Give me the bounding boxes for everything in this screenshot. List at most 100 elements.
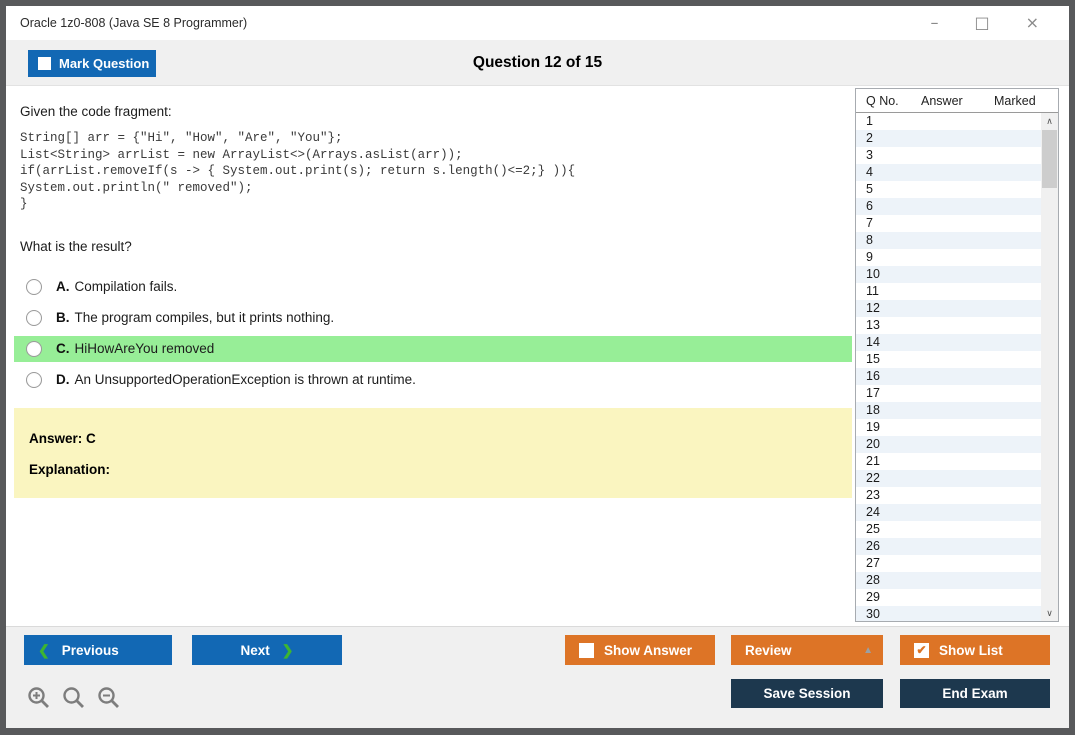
radio-button-c[interactable] xyxy=(26,340,42,357)
mark-question-label: Mark Question xyxy=(59,56,150,71)
question-list-row[interactable]: 8 xyxy=(856,232,1041,249)
explanation-label: Explanation: xyxy=(29,461,111,477)
question-list-row[interactable]: 12 xyxy=(856,300,1041,317)
question-list-row[interactable]: 22 xyxy=(856,470,1041,487)
question-list-row[interactable]: 13 xyxy=(866,318,880,332)
question-list-row[interactable]: 10 xyxy=(856,266,1041,283)
question-list-row[interactable]: 27 xyxy=(866,556,880,570)
option-text: The program compiles, but it prints noth… xyxy=(74,310,335,325)
column-marked: Marked xyxy=(994,93,1036,108)
answer-panel: Answer: C Explanation: xyxy=(14,407,852,498)
window-title: Oracle 1z0-808 (Java SE 8 Programmer) xyxy=(20,16,248,30)
question-list-row[interactable]: 29 xyxy=(866,590,880,604)
scroll-up-icon[interactable]: ∧ xyxy=(1046,116,1053,126)
window-controls: – □ × xyxy=(930,15,1055,31)
show-answer-checkbox[interactable] xyxy=(579,642,594,658)
question-counter: Question 12 of 15 xyxy=(472,53,603,71)
option-letter: A. xyxy=(56,279,70,294)
column-answer: Answer xyxy=(921,93,963,108)
radio-button-a[interactable] xyxy=(26,278,42,295)
end-exam-label: End Exam xyxy=(942,686,1008,701)
option-letter: B. xyxy=(56,310,70,325)
central-area: Given the code fragment: String[] arr = … xyxy=(6,86,1069,626)
review-label: Review xyxy=(745,642,792,658)
radio-button-d[interactable] xyxy=(26,371,42,388)
question-list-row[interactable]: 18 xyxy=(856,402,1041,419)
save-session-button[interactable]: Save Session xyxy=(731,679,883,708)
show-list-label: Show List xyxy=(939,642,1003,658)
question-panel: Given the code fragment: String[] arr = … xyxy=(14,86,852,626)
question-list-row[interactable]: 2 xyxy=(856,130,1041,147)
question-list-row[interactable]: 23 xyxy=(866,488,880,502)
review-button[interactable]: Review ▲ xyxy=(731,635,883,665)
chevron-left-icon: ❮ xyxy=(38,641,50,658)
question-list-row[interactable]: 15 xyxy=(866,352,880,366)
titlebar: Oracle 1z0-808 (Java SE 8 Programmer) – … xyxy=(6,6,1069,40)
option-letter: D. xyxy=(56,372,70,387)
question-list-row[interactable]: 25 xyxy=(866,522,880,536)
previous-label: Previous xyxy=(61,642,119,658)
scroll-down-icon[interactable]: ∨ xyxy=(1046,608,1053,618)
question-list-row[interactable]: 7 xyxy=(866,216,873,230)
option-row-b[interactable]: B. The program compiles, but it prints n… xyxy=(14,305,852,331)
option-letter: C. xyxy=(56,341,70,356)
option-row-d[interactable]: D. An UnsupportedOperationException is t… xyxy=(14,367,852,393)
show-list-checkbox[interactable]: ✔ xyxy=(914,642,929,658)
answer-label: Answer: C xyxy=(29,430,96,446)
option-text: An UnsupportedOperationException is thro… xyxy=(74,372,416,387)
scrollbar[interactable]: ∧ ∨ xyxy=(1041,113,1058,621)
maximize-icon[interactable]: □ xyxy=(974,13,990,32)
end-exam-button[interactable]: End Exam xyxy=(900,679,1050,708)
minimize-icon[interactable]: – xyxy=(930,13,939,32)
zoom-reset-icon[interactable] xyxy=(61,685,88,712)
option-text: Compilation fails. xyxy=(74,279,178,294)
option-row-c[interactable]: C. HiHowAreYou removed xyxy=(14,335,852,362)
question-list-row[interactable]: 9 xyxy=(866,250,873,264)
footer: ❮ Previous Next ❯ xyxy=(6,626,1069,728)
code-block: String[] arr = {"Hi", "How", "Are", "You… xyxy=(20,131,576,211)
zoom-tools xyxy=(26,685,123,712)
question-list-row[interactable]: 26 xyxy=(856,538,1041,555)
zoom-in-icon[interactable] xyxy=(26,685,53,712)
show-answer-label: Show Answer xyxy=(604,642,693,658)
question-list-row[interactable]: 5 xyxy=(866,182,873,196)
show-list-button[interactable]: ✔ Show List xyxy=(900,635,1050,665)
question-list-row[interactable]: 14 xyxy=(856,334,1041,351)
mark-question-checkbox[interactable] xyxy=(38,57,51,70)
show-answer-button[interactable]: Show Answer xyxy=(565,635,715,665)
question-list-row[interactable]: 3 xyxy=(866,148,873,162)
question-list-row[interactable]: 24 xyxy=(856,504,1041,521)
next-button[interactable]: Next ❯ xyxy=(192,635,342,665)
question-list-row[interactable]: 11 xyxy=(866,284,879,298)
chevron-right-icon: ❯ xyxy=(281,641,294,658)
question-list-row[interactable]: 19 xyxy=(866,420,880,434)
question-list-row[interactable]: 16 xyxy=(856,368,1041,385)
options-list: A. Compilation fails. B. The program com… xyxy=(14,274,852,393)
mark-question-button[interactable]: Mark Question xyxy=(28,50,156,77)
previous-button[interactable]: ❮ Previous xyxy=(24,635,172,665)
save-session-label: Save Session xyxy=(763,686,851,701)
option-text: HiHowAreYou removed xyxy=(74,341,215,356)
radio-button-b[interactable] xyxy=(26,309,42,326)
check-icon: ✔ xyxy=(916,642,927,657)
question-list-row[interactable]: 21 xyxy=(866,454,880,468)
question-list-row[interactable]: 17 xyxy=(866,386,880,400)
question-list-header: Q No. Answer Marked xyxy=(856,89,1058,113)
close-icon[interactable]: × xyxy=(1025,13,1039,32)
question-list-row[interactable]: 6 xyxy=(856,198,1041,215)
question-prompt: What is the result? xyxy=(20,238,132,254)
app-window: Oracle 1z0-808 (Java SE 8 Programmer) – … xyxy=(6,6,1069,728)
question-intro: Given the code fragment: xyxy=(20,104,172,119)
scroll-thumb[interactable] xyxy=(1042,130,1057,188)
option-row-a[interactable]: A. Compilation fails. xyxy=(14,274,852,300)
column-qno: Q No. xyxy=(866,93,899,108)
question-list-row[interactable]: 20 xyxy=(856,436,1041,453)
question-list-row[interactable]: 28 xyxy=(856,572,1041,589)
zoom-out-icon[interactable] xyxy=(96,685,123,712)
question-list-row[interactable]: 30 xyxy=(856,606,1041,621)
question-list-row[interactable]: 1 xyxy=(866,114,873,128)
question-list-row[interactable]: 4 xyxy=(856,164,1041,181)
